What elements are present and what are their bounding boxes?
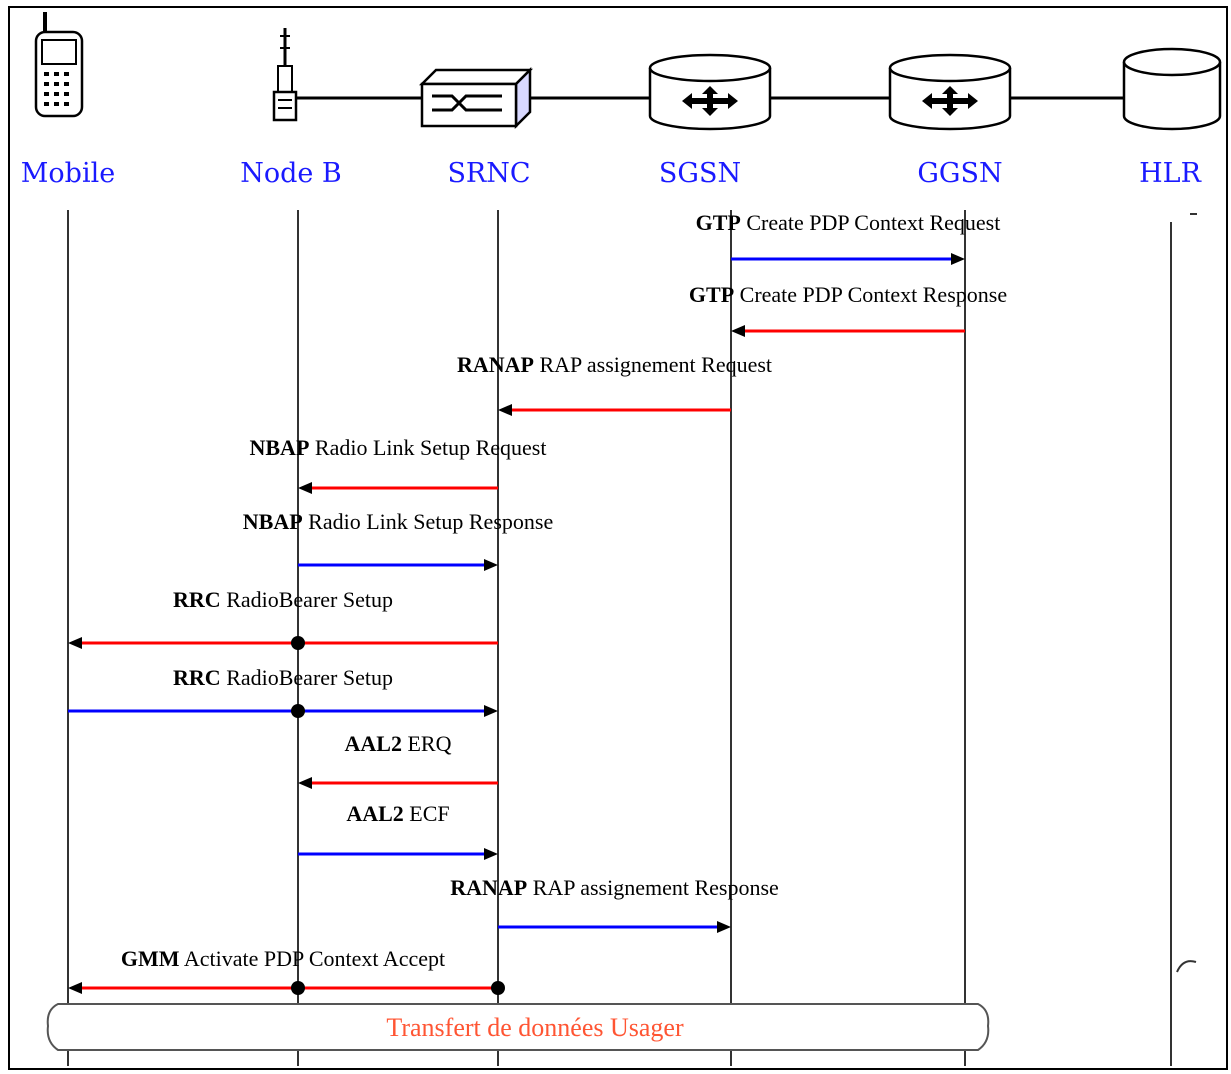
message-label: RRC RadioBearer Setup [173,665,393,690]
message-arrowhead [951,253,965,265]
message-arrowhead [484,705,498,717]
message-text: RadioBearer Setup [221,665,393,690]
hlr-hook-mark [1176,960,1197,973]
message-protocol: GTP [696,210,741,235]
message-junction-dot [291,636,305,650]
database-cylinder-icon [1122,47,1222,131]
entity-label-nodeb: Node B [240,158,342,189]
entity-label-ggsn: GGSN [917,158,1002,189]
message-text: RadioBearer Setup [221,587,393,612]
message-label: NBAP Radio Link Setup Response [243,509,553,534]
message-text: ECF [404,801,450,826]
message-protocol: AAL2 [346,801,403,826]
message-junction-dot [291,981,305,995]
message-label: AAL2 ERQ [345,731,452,756]
message-label: AAL2 ECF [346,801,449,826]
message-text: ERQ [402,731,452,756]
message-label: GMM Activate PDP Context Accept [121,946,445,971]
mobile-phone-icon [34,12,84,118]
message-label: RANAP RAP assignement Response [450,875,779,900]
message-arrowhead [68,637,82,649]
banner-label: Transfert de données Usager [386,1013,684,1042]
entity-label-sgsn: SGSN [659,158,741,189]
message-protocol: GTP [689,282,734,307]
message-protocol: RANAP [450,875,527,900]
message-text: Activate PDP Context Accept [180,946,446,971]
message-text: RAP assignement Request [534,352,772,377]
message-label: NBAP Radio Link Setup Request [250,435,547,460]
entity-label-mobile: Mobile [21,158,115,189]
message-arrowhead [484,559,498,571]
router-cylinder-icon [888,53,1012,131]
message-label: GTP Create PDP Context Response [689,282,1007,307]
entity-label-hlr: HLR [1139,158,1201,189]
lifelines [67,210,1172,1066]
router-cylinder-icon [648,53,772,131]
message-text: Radio Link Setup Response [303,509,554,534]
message-protocol: RANAP [457,352,534,377]
message-label: GTP Create PDP Context Request [696,210,1001,235]
message-label: RANAP RAP assignement Request [457,352,772,377]
entity-label-srnc: SRNC [447,158,530,189]
message-protocol: RRC [173,665,221,690]
message-protocol: NBAP [243,509,303,534]
message-arrowhead [298,777,312,789]
message-arrowhead [731,325,745,337]
message-text: Create PDP Context Request [741,210,1001,235]
message-arrowhead [484,848,498,860]
user-data-transfer-banner: Transfert de données Usager [46,1003,990,1051]
message-arrowhead [68,982,82,994]
switch-box-icon [418,66,534,130]
antenna-tower-icon [272,28,298,122]
message-junction-dot [491,981,505,995]
message-text: Radio Link Setup Request [309,435,546,460]
message-protocol: NBAP [250,435,310,460]
message-arrowhead [498,404,512,416]
message-arrowhead [298,482,312,494]
message-protocol: AAL2 [345,731,402,756]
message-junction-dot [291,704,305,718]
message-text: RAP assignement Response [527,875,779,900]
message-protocol: GMM [121,946,180,971]
diagram-frame [8,6,1228,1070]
message-arrowhead [717,921,731,933]
message-protocol: RRC [173,587,221,612]
message-text: Create PDP Context Response [734,282,1007,307]
message-label: RRC RadioBearer Setup [173,587,393,612]
